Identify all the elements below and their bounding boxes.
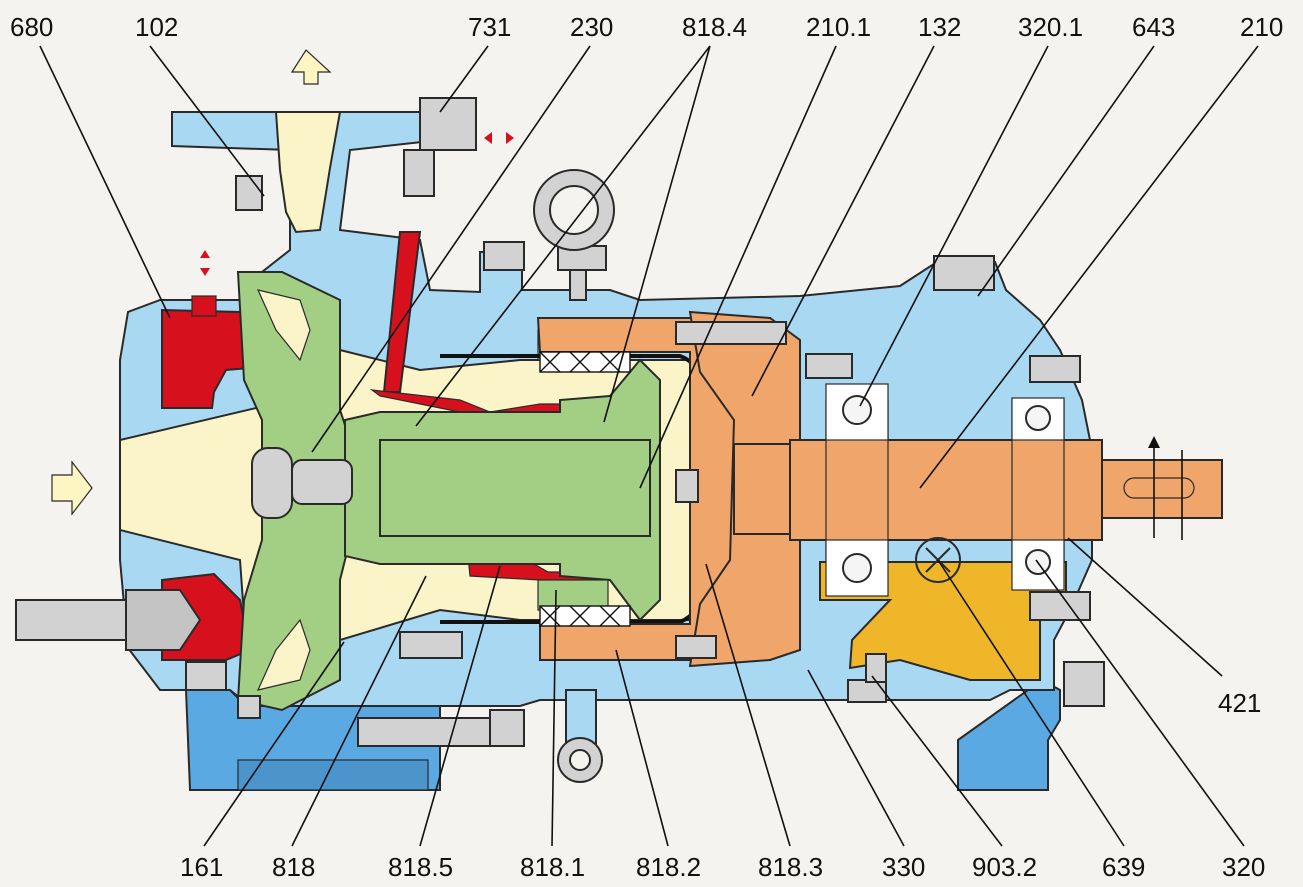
leader-line-320-1 [859, 45, 1049, 407]
leader-line-639 [937, 559, 1125, 847]
leader-line-818-2 [615, 649, 669, 847]
bottom-part-labels: 161 818 818.5 818.1 818.2 818.3 330 903.… [180, 852, 1265, 882]
support-foot [557, 689, 603, 783]
leader-line-230 [311, 45, 591, 453]
part-label-230: 230 [570, 12, 613, 42]
leader-line-818-1 [551, 589, 557, 847]
leader-line-818-4 [603, 45, 711, 423]
leader-line-421 [1067, 537, 1223, 677]
fasteners [15, 97, 1105, 747]
leader-line-903-2 [871, 675, 1003, 847]
part-label-320: 320 [1222, 852, 1265, 882]
part-label-818: 818 [272, 852, 315, 882]
part-label-818-4: 818.4 [682, 12, 747, 42]
vent-arrows [200, 250, 210, 276]
part-label-210-1: 210.1 [806, 12, 871, 42]
part-label-132: 132 [918, 12, 961, 42]
part-label-731: 731 [468, 12, 511, 42]
part-label-903-2: 903.2 [972, 852, 1037, 882]
part-label-330: 330 [882, 852, 925, 882]
leader-line-210 [919, 45, 1259, 489]
part-label-421: 421 [1218, 688, 1261, 718]
leader-line-161 [203, 641, 345, 847]
part-label-639: 639 [1102, 852, 1145, 882]
leader-line-132 [751, 45, 935, 397]
outlet-flow-arrow [290, 49, 332, 85]
part-label-161: 161 [180, 852, 223, 882]
part-label-818-5: 818.5 [388, 852, 453, 882]
leader-lines [39, 45, 1259, 847]
rotation-indicator [1148, 436, 1183, 540]
part-label-818-1: 818.1 [520, 852, 585, 882]
leader-line-818-5 [419, 565, 501, 847]
ball-bearings [825, 383, 1065, 597]
leader-line-731 [439, 45, 489, 113]
leader-line-818-4 [415, 45, 711, 427]
lifting-eye [533, 169, 615, 251]
leader-line-210-1 [639, 45, 837, 489]
magnet-stacks [539, 351, 631, 627]
sensor-arrows [484, 132, 514, 144]
leader-line-320 [1035, 559, 1245, 847]
leader-line-643 [977, 45, 1155, 297]
leader-line-818 [291, 575, 427, 847]
part-label-102: 102 [135, 12, 178, 42]
part-label-818-2: 818.2 [636, 852, 701, 882]
leader-line-102 [149, 45, 265, 197]
part-label-818-3: 818.3 [758, 852, 823, 882]
side-part-labels: 421 [1218, 688, 1261, 718]
part-label-210: 210 [1240, 12, 1283, 42]
leader-line-680 [39, 45, 171, 319]
leader-line-818-3 [705, 563, 791, 847]
inlet-flow-arrow [51, 460, 93, 516]
part-label-680: 680 [10, 12, 53, 42]
part-label-320-1: 320.1 [1018, 12, 1083, 42]
part-label-643: 643 [1132, 12, 1175, 42]
leader-line-330 [807, 669, 905, 847]
top-part-labels: 680 102 731 230 818.4 210.1 132 320.1 64… [10, 12, 1283, 42]
